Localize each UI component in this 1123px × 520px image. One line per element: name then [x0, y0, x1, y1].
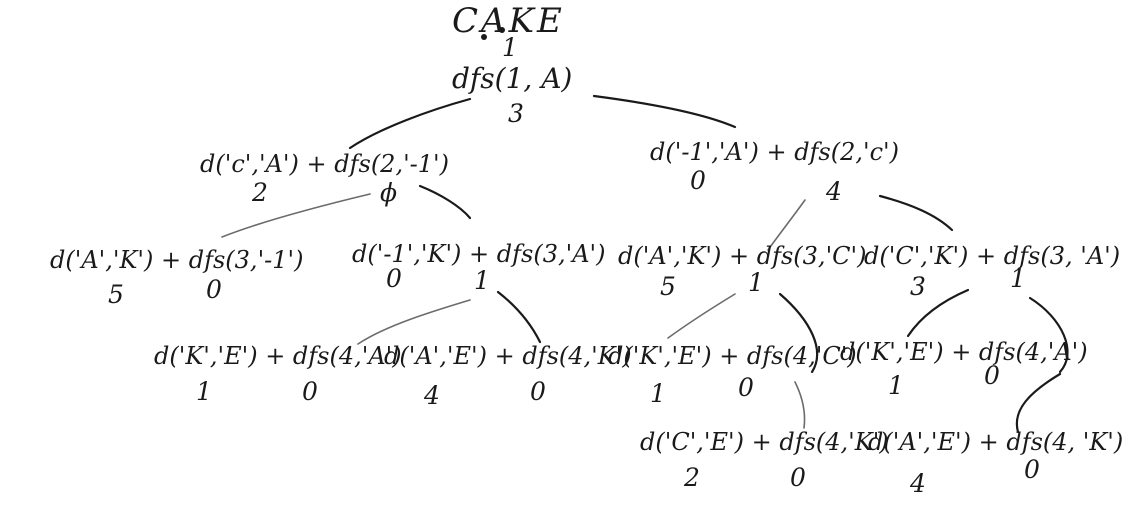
l3a-expression: d('K','E') + dfs(4,'A')	[154, 342, 402, 370]
l2d-value-right: 1	[1010, 264, 1026, 293]
l2a-expression: d('A','K') + dfs(3,'-1')	[50, 246, 304, 274]
l4b-value-left: 4	[909, 469, 926, 498]
l3c-value-left: 1	[650, 379, 666, 408]
l2d-value-left: 3	[910, 272, 926, 301]
l3a-value-left: 1	[196, 377, 212, 406]
edge-l2c-to-l3d	[778, 292, 819, 374]
l4b-expression: d('A','E') + dfs(4, 'K')	[868, 428, 1123, 456]
title-dot-right	[499, 27, 505, 33]
level2-node-c: d('A','K') + dfs(3,'C') 5 1	[618, 242, 866, 301]
root-expression: dfs(1, A)	[452, 62, 572, 95]
l3a-value-right: 0	[302, 377, 318, 406]
l2b-value-left: 0	[386, 264, 402, 293]
level1-node-left: d('c','A') + dfs(2,'-1') 2 ϕ	[200, 150, 449, 207]
level3-node-b: d('A','E') + dfs(4,'K') 4 0	[384, 342, 632, 410]
title-group: CAKE	[452, 1, 565, 41]
l4b-value-right: 0	[1024, 455, 1040, 484]
l2d-expression: d('C','K') + dfs(3, 'A')	[864, 242, 1120, 270]
level1-node-right: d('-1','A') + dfs(2,'c') 0 4	[650, 138, 899, 206]
edge-root-to-right	[592, 94, 737, 129]
l2a-value-right: 0	[206, 275, 222, 304]
level2-node-a: d('A','K') + dfs(3,'-1') 5 0	[50, 246, 304, 309]
tree-edges	[221, 94, 1069, 434]
root-node: 1 dfs(1, A) 3	[452, 33, 572, 128]
title-dot-left	[481, 34, 487, 40]
l4a-value-right: 0	[790, 463, 806, 492]
edge-l2b-to-l3b	[496, 290, 542, 344]
l1-left-expression: d('c','A') + dfs(2,'-1')	[200, 150, 449, 178]
edge-l3f-to-l4b	[1015, 372, 1062, 434]
l3b-value-left: 4	[423, 381, 440, 410]
level3-node-c: d('K','E') + dfs(4,'C') 1 0	[608, 342, 857, 408]
root-value: 3	[508, 99, 524, 128]
l1-left-value-left: 2	[251, 178, 268, 207]
edge-l2b-to-l3a	[357, 299, 471, 345]
level4-node-a: d('C','E') + dfs(4,'K') 2 0	[640, 428, 889, 492]
l2c-expression: d('A','K') + dfs(3,'C')	[618, 242, 866, 270]
edge-l3c-to-l4a	[794, 381, 806, 429]
l4a-value-left: 2	[683, 463, 700, 492]
level3-node-a: d('K','E') + dfs(4,'A') 1 0	[154, 342, 402, 406]
l1-right-expression: d('-1','A') + dfs(2,'c')	[650, 138, 899, 166]
root-index: 1	[502, 33, 518, 62]
l3d-value-left: 1	[888, 371, 904, 400]
edge-root-to-left	[348, 97, 472, 150]
edge-l1right-to-l2c	[767, 199, 806, 251]
level2-node-d: d('C','K') + dfs(3, 'A') 3 1	[864, 242, 1120, 301]
l2b-expression: d('-1','K') + dfs(3,'A')	[352, 240, 606, 268]
l2b-value-right: 1	[474, 266, 490, 295]
edge-l2d-to-l3e	[906, 288, 970, 338]
edge-l2c-to-l3c	[667, 293, 736, 339]
edge-l2d-to-l3f	[1028, 296, 1069, 374]
l2a-value-left: 5	[108, 280, 124, 309]
l3d-value-right: 0	[984, 361, 1000, 390]
edge-l1right-to-l2d	[878, 194, 954, 232]
l3c-value-right: 0	[738, 373, 754, 402]
edge-l1left-to-l2b	[418, 184, 472, 220]
level4-node-b: d('A','E') + dfs(4, 'K') 4 0	[868, 428, 1123, 498]
l3b-expression: d('A','E') + dfs(4,'K')	[384, 342, 632, 370]
l2c-value-left: 5	[660, 272, 676, 301]
l2c-value-right: 1	[748, 268, 764, 297]
level2-node-b: d('-1','K') + dfs(3,'A') 0 1	[352, 240, 606, 295]
l1-left-value-right: ϕ	[380, 178, 397, 207]
l3c-expression: d('K','E') + dfs(4,'C')	[608, 342, 857, 370]
title-word: CAKE	[452, 1, 565, 41]
l1-right-value-right: 4	[825, 177, 842, 206]
level3-node-d: d('K','E') + dfs(4,'A') 1 0	[840, 338, 1088, 400]
l1-right-value-left: 0	[690, 166, 706, 195]
edge-l1left-to-l2a	[221, 193, 371, 238]
l4a-expression: d('C','E') + dfs(4,'K')	[640, 428, 889, 456]
l3d-expression: d('K','E') + dfs(4,'A')	[840, 338, 1088, 366]
l3b-value-right: 0	[530, 377, 546, 406]
